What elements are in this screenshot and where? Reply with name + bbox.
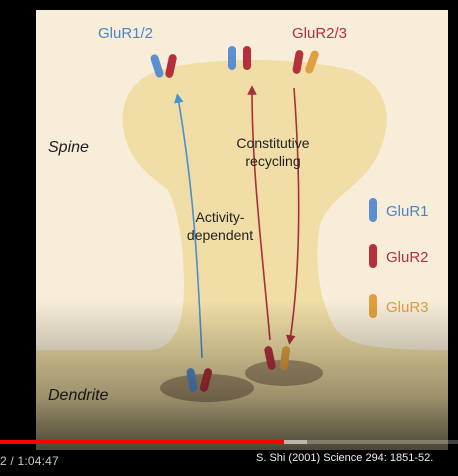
legend-glur3-label: GluR3 bbox=[386, 299, 429, 316]
glur1-2-receptor-top bbox=[150, 54, 177, 78]
label-dendrite: Dendrite bbox=[48, 387, 109, 404]
label-recycling: recycling bbox=[245, 153, 300, 169]
progress-bar[interactable] bbox=[0, 440, 458, 444]
label-glur2-3: GluR2/3 bbox=[292, 25, 347, 42]
label-activity: Activity- bbox=[196, 209, 245, 225]
label-spine: Spine bbox=[48, 139, 89, 156]
label-constitutive: Constitutive bbox=[236, 135, 309, 151]
legend-glur2-icon bbox=[369, 244, 377, 268]
glur1-2-receptor-mid bbox=[228, 46, 251, 70]
legend-glur2-label: GluR2 bbox=[386, 249, 429, 266]
label-dependent: dependent bbox=[187, 227, 253, 243]
legend-glur1-label: GluR1 bbox=[386, 203, 429, 220]
legend-glur1-icon bbox=[369, 198, 377, 222]
label-glur1-2: GluR1/2 bbox=[98, 25, 153, 42]
time-display: 2 / 1:04:47 bbox=[0, 454, 59, 468]
progress-played bbox=[0, 440, 284, 444]
citation-text: S. Shi (2001) Science 294: 1851-52. bbox=[256, 452, 434, 464]
glur2-3-receptor-top bbox=[292, 50, 319, 74]
legend-glur3-icon bbox=[369, 294, 377, 318]
